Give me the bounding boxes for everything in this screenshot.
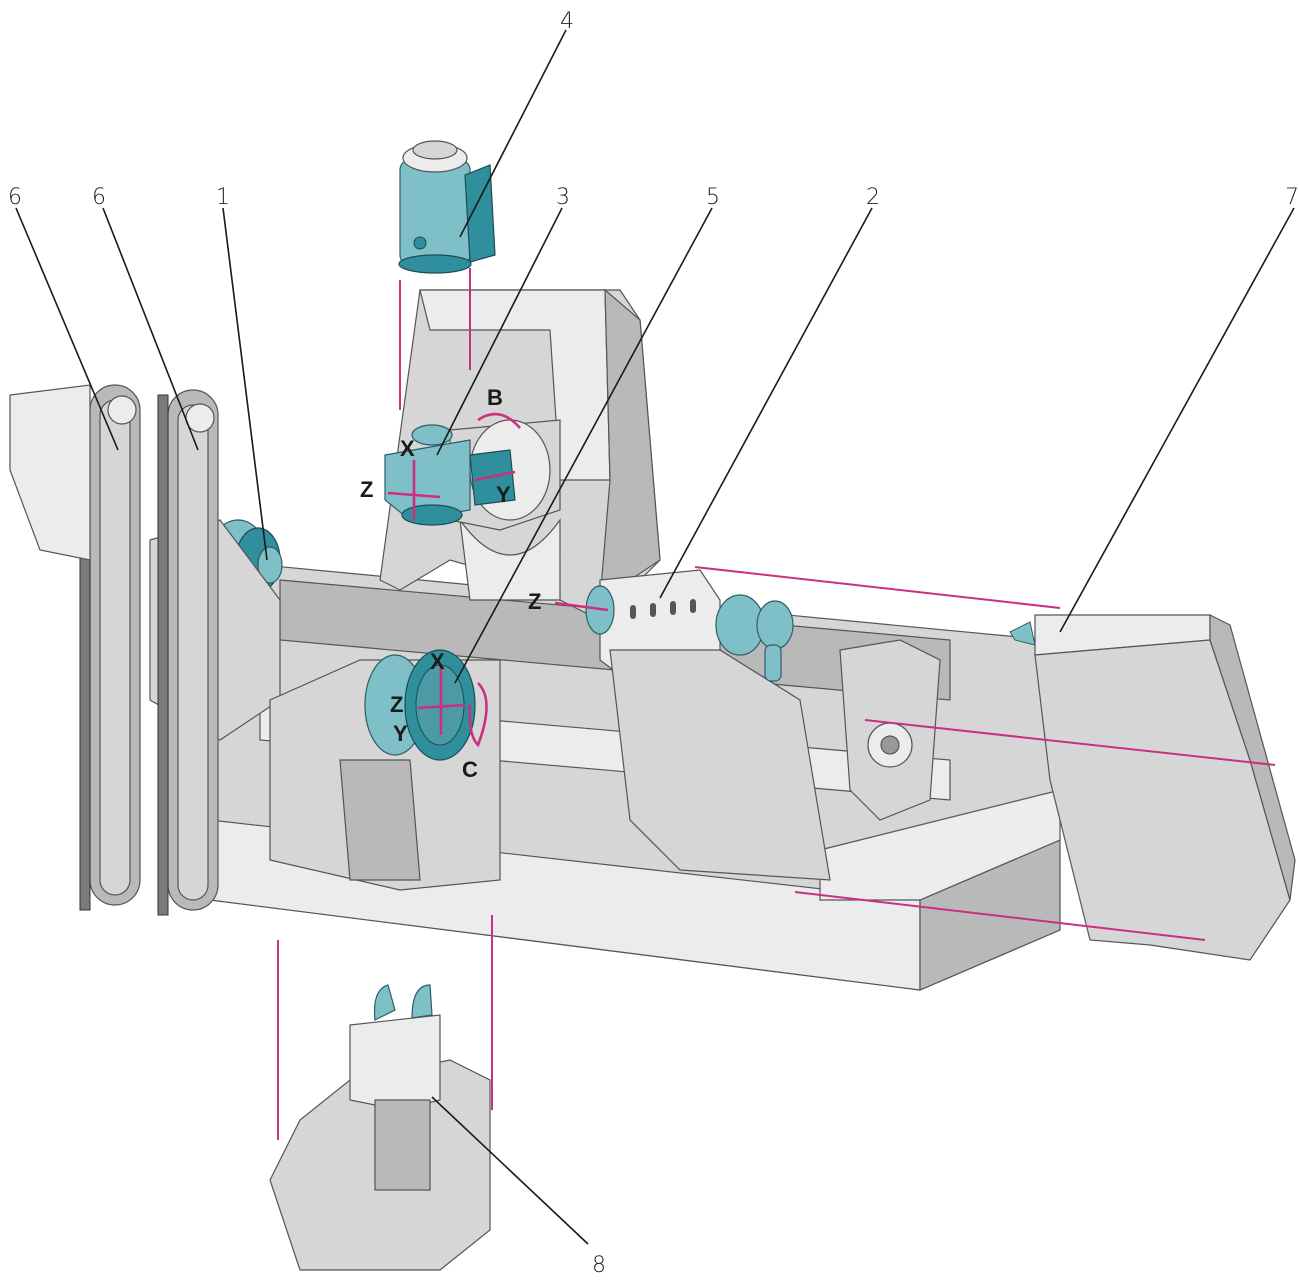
turret-c-label: C: [462, 757, 478, 782]
callout-4: 4: [560, 9, 574, 34]
counter-spindle: [585, 569, 831, 881]
lower-tool-unit: [269, 984, 491, 1271]
callout-2: 2: [866, 185, 880, 210]
chain-magazine-left: [79, 384, 141, 911]
callout-3: 3: [556, 185, 570, 210]
tailstock: [1009, 614, 1296, 961]
turret-y-label: Y: [393, 721, 408, 746]
turret-x-label: X: [430, 649, 445, 674]
spindle-axis-arrow: [554, 601, 609, 612]
callout-6-right: 6: [92, 185, 106, 210]
head-b-label: B: [487, 385, 503, 410]
callout-5: 5: [706, 185, 720, 210]
callout-6-left: 6: [8, 185, 22, 210]
callout-8: 8: [592, 1253, 606, 1278]
callout-1: 1: [216, 185, 230, 210]
head-x-label: X: [400, 436, 415, 461]
turret-z-label: Z: [390, 692, 403, 717]
turret-axis-arrows: [417, 665, 488, 748]
tool-holder-insert: [398, 140, 496, 274]
head-y-label: Y: [496, 482, 511, 507]
chain-magazine-right: [157, 389, 219, 916]
head-z-label: Z: [360, 477, 373, 502]
axis-labels: X Z Y B Z X Z Y C: [360, 385, 541, 782]
spindle-z-label: Z: [528, 589, 541, 614]
callout-numbers: 6 6 1 4 3 5 2 7 8: [8, 9, 1299, 1278]
leader-lines: [15, 29, 1295, 1245]
head-axis-arrows: [387, 412, 521, 520]
callout-7: 7: [1285, 185, 1299, 210]
steady-rest: [839, 639, 941, 821]
assembly-guides: [277, 268, 1276, 1140]
loader-frame: [9, 384, 91, 561]
